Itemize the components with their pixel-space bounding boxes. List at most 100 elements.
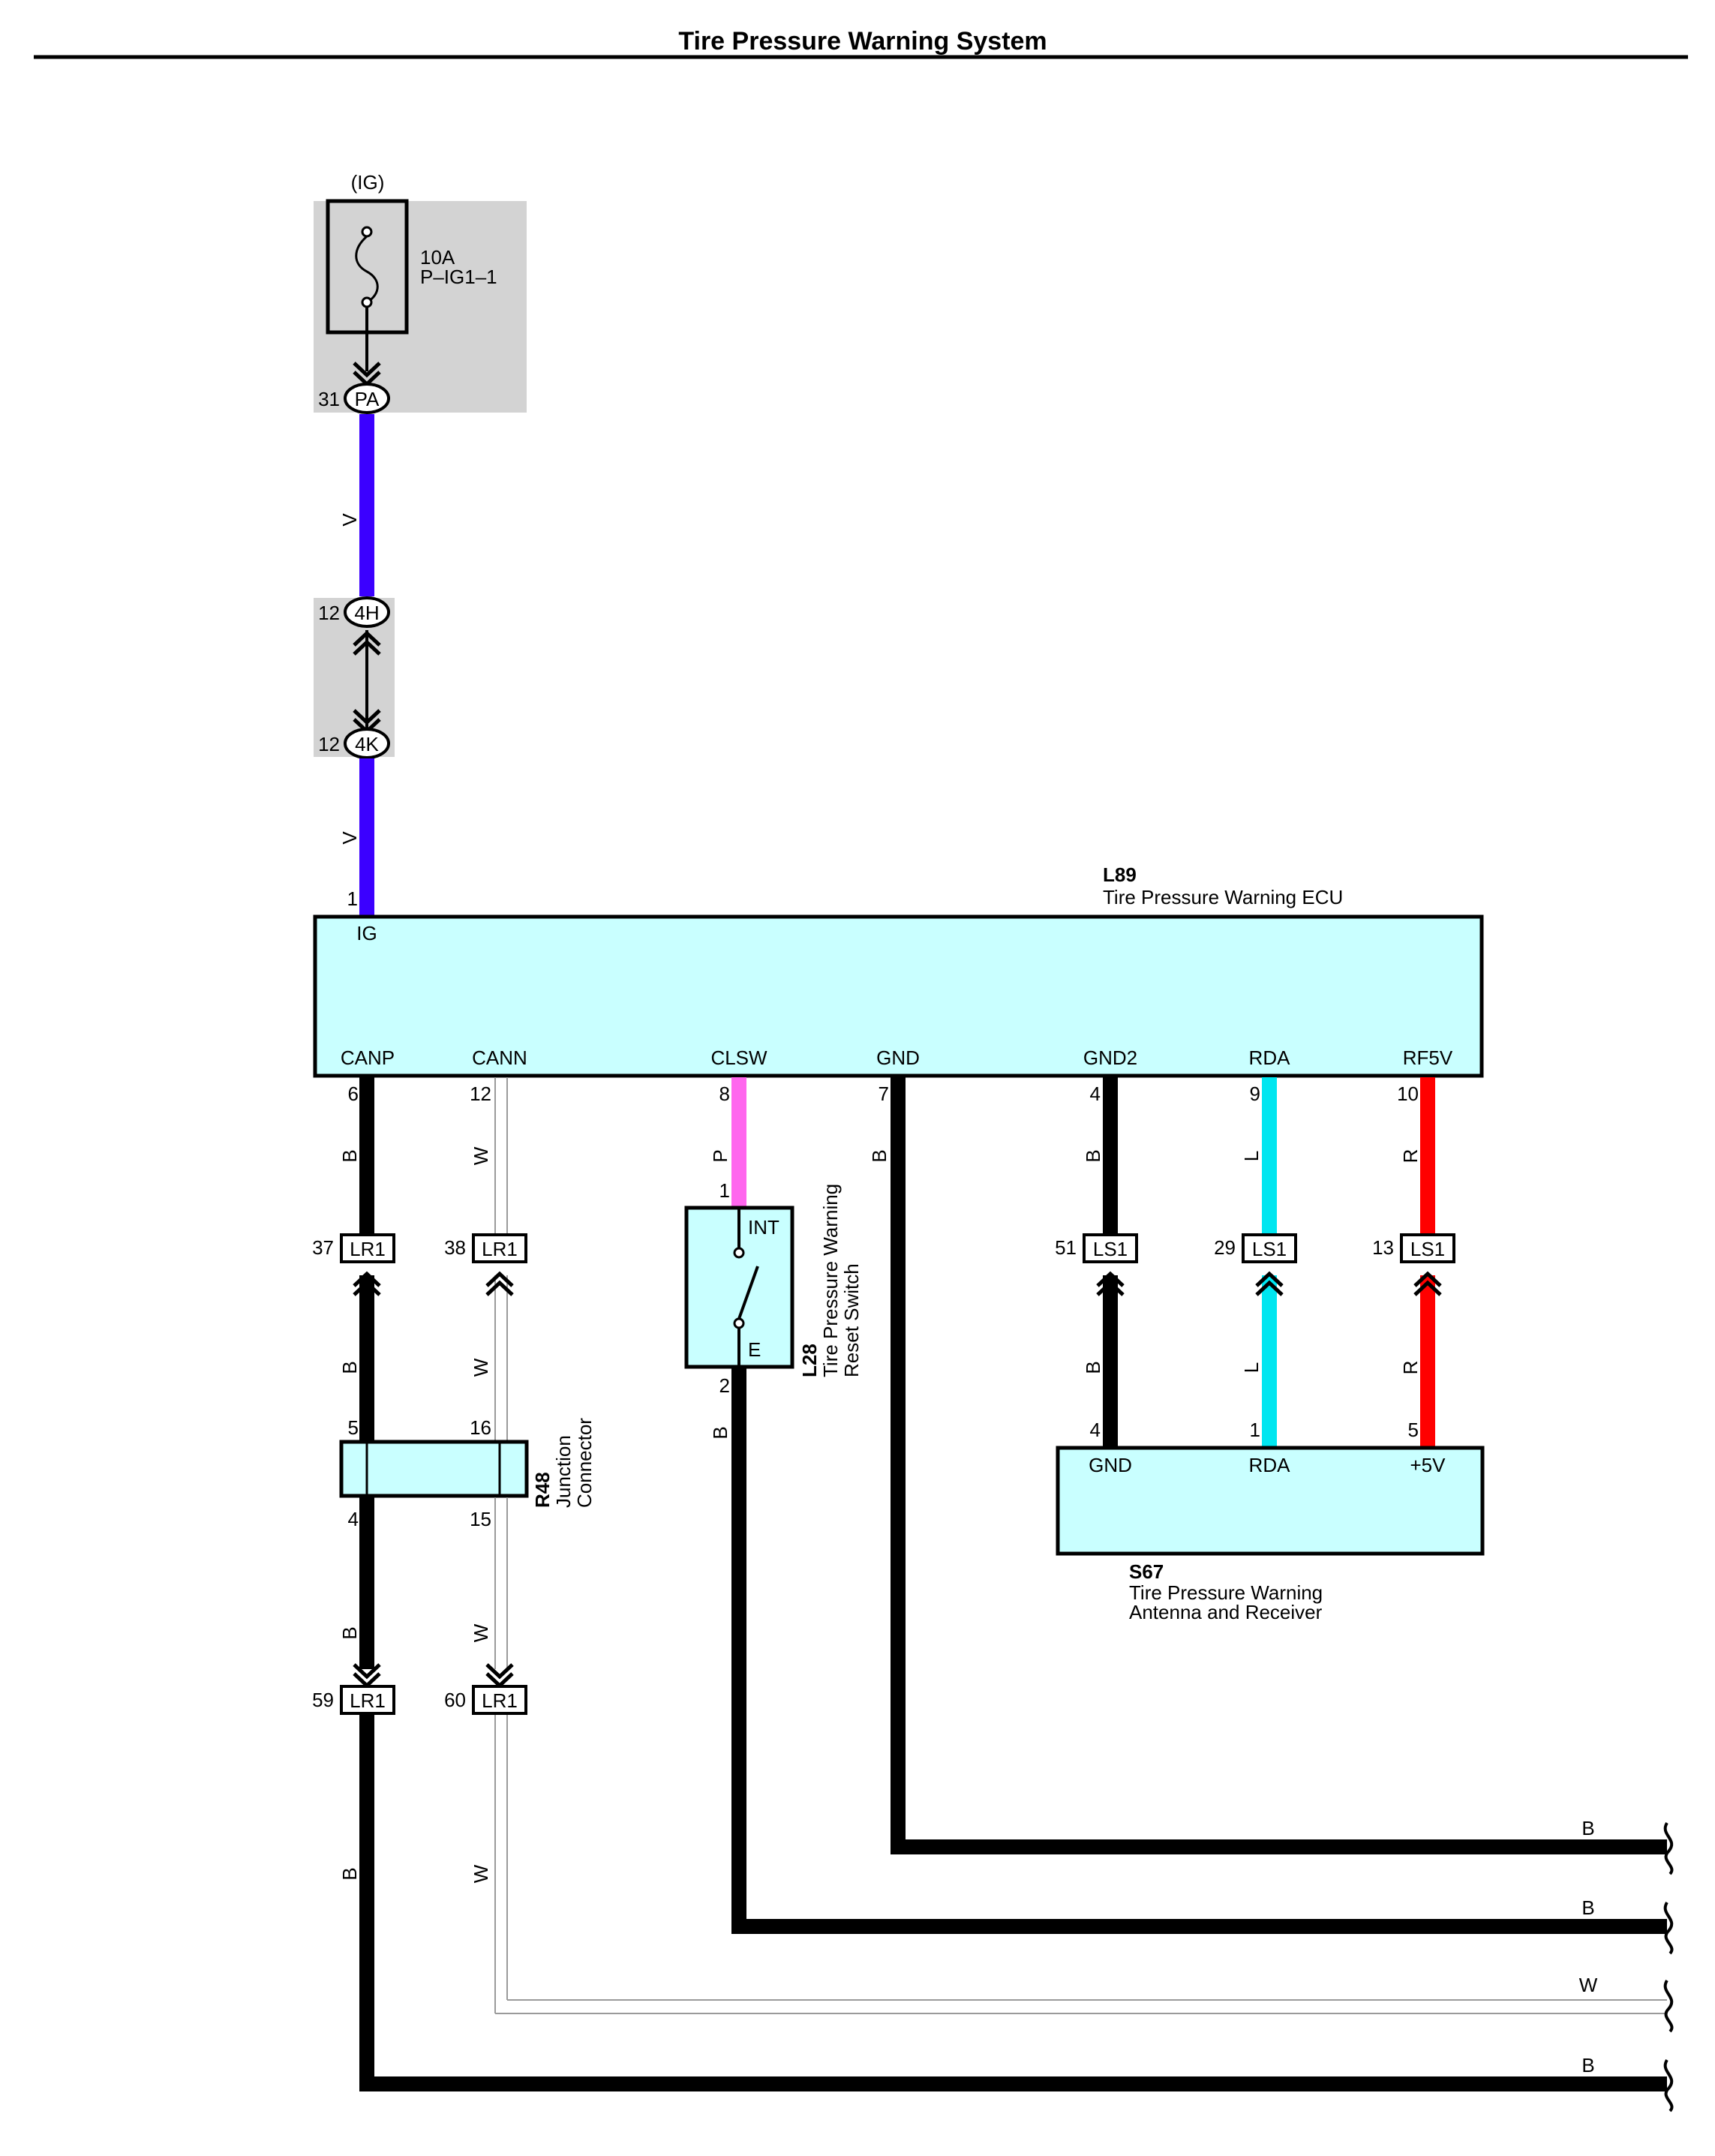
switch-pin-out: 2 (719, 1374, 730, 1397)
connector-lr1-59-code: LR1 (350, 1689, 386, 1712)
wire-gnd (891, 1077, 1667, 1854)
ecu-pin-num-rda: 9 (1250, 1083, 1260, 1105)
receiver-pin-num-5v: 5 (1408, 1419, 1419, 1441)
wire-label-b-end-4: B (1581, 2054, 1594, 2076)
wire-switch-ground (731, 1368, 1667, 1934)
connector-ls1-29-code: LS1 (1252, 1238, 1287, 1260)
ecu-pin-label-clsw: CLSW (710, 1046, 767, 1069)
receiver-pin-label-gnd: GND (1089, 1454, 1132, 1476)
connector-lr1-38 (472, 1233, 527, 1263)
connector-ls1-51-code: LS1 (1093, 1238, 1128, 1260)
wire-label-switch-b: B (709, 1426, 731, 1439)
connector-lr1-38-code: LR1 (482, 1238, 518, 1260)
receiver-pin-label-rda: RDA (1249, 1454, 1291, 1476)
fuse-element-icon (355, 235, 379, 304)
ecu-box (313, 914, 1484, 1078)
fuse-rating: 10A (420, 246, 455, 269)
switch-contact-icon (737, 1266, 759, 1320)
wire-label-canp-1: B (338, 1149, 361, 1162)
ecu-pin-num-gnd2: 4 (1090, 1083, 1101, 1105)
junction-connector-box (339, 1440, 529, 1498)
ecu-pin-num-rf5v: 10 (1397, 1083, 1419, 1105)
ecu-name: Tire Pressure Warning ECU (1103, 886, 1343, 908)
lr1-59-pin: 59 (312, 1689, 334, 1711)
wire-label-rda-1: L (1240, 1151, 1263, 1161)
k4-pin: 12 (318, 733, 340, 755)
wire-label-cann-2: W (470, 1358, 492, 1377)
wire-label-rf5v-2: R (1399, 1361, 1422, 1375)
wire-label-gnd-b: B (868, 1149, 891, 1162)
wire-label-v-lower: V (338, 831, 361, 845)
connector-ls1-51 (1083, 1233, 1138, 1263)
connector-pa-code: PA (355, 388, 380, 410)
ecu-ig-pin: 1 (347, 887, 358, 910)
connector-4k (344, 728, 390, 759)
connector-pa (344, 383, 390, 414)
receiver-code: S67 (1129, 1560, 1164, 1583)
ecu-pin-label-rda: RDA (1249, 1046, 1291, 1069)
switch-line1: Tire Pressure Warning (819, 1184, 842, 1377)
lr1-60-pin: 60 (444, 1689, 466, 1711)
connector-lr1-37-code: LR1 (350, 1238, 386, 1260)
connector-lr1-60 (472, 1685, 527, 1715)
receiver-line2: Antenna and Receiver (1129, 1601, 1323, 1623)
junction-line2: Connector (573, 1418, 596, 1508)
wire-label-canp-4: B (338, 1867, 361, 1880)
connector-lr1-37 (340, 1233, 395, 1263)
receiver-box (1056, 1446, 1485, 1556)
fuse-power-label: (IG) (351, 171, 385, 194)
wire-label-gnd2-2: B (1082, 1361, 1104, 1374)
wire-label-p: P (709, 1149, 731, 1162)
ecu-pin-label-rf5v: RF5V (1403, 1046, 1453, 1069)
wire-label-b-end-1: B (1581, 1817, 1594, 1839)
break-mark-4 (1663, 2058, 1674, 2112)
break-mark-3 (1663, 1979, 1674, 2033)
wire-label-gnd2-1: B (1082, 1149, 1104, 1162)
fuse-block-shade (314, 201, 527, 413)
wire-canp-run (359, 1715, 1667, 2091)
wire-label-b-end-2: B (1581, 1896, 1594, 1919)
wire-label-rf5v-1: R (1399, 1149, 1422, 1164)
fuse-name: P–IG1–1 (420, 266, 497, 288)
wire-label-canp-3: B (338, 1626, 361, 1639)
ecu-ig-label: IG (356, 922, 377, 944)
receiver-pin-num-rda: 1 (1250, 1419, 1260, 1441)
ecu-pin-num-canp: 6 (348, 1083, 359, 1105)
switch-line2: Reset Switch (840, 1263, 863, 1377)
connector-4h-code: 4H (354, 602, 379, 624)
junction-code: R48 (531, 1472, 554, 1508)
connector-lr1-60-code: LR1 (482, 1689, 518, 1712)
junction-line1: Junction (552, 1435, 575, 1508)
junction-pin-in-w: 16 (470, 1416, 491, 1439)
receiver-pin-num-gnd: 4 (1090, 1419, 1101, 1441)
break-mark-2 (1663, 1901, 1674, 1955)
switch-pin-in: 1 (719, 1179, 730, 1202)
h4-pin: 12 (318, 602, 340, 624)
junction-pin-in-b: 5 (348, 1416, 359, 1439)
connector-ls1-29 (1242, 1233, 1297, 1263)
wire-label-v-upper: V (338, 513, 361, 527)
connector-ls1-13 (1400, 1233, 1455, 1263)
receiver-line1: Tire Pressure Warning (1129, 1581, 1323, 1604)
break-mark-1 (1663, 1821, 1674, 1875)
connector-ls1-13-code: LS1 (1410, 1238, 1445, 1260)
junction-pin-out-w: 15 (470, 1508, 491, 1530)
wire-label-canp-2: B (338, 1361, 361, 1374)
wire-label-cann-4: W (470, 1864, 492, 1883)
lr1-38-pin: 38 (444, 1236, 466, 1259)
ecu-pin-label-canp: CANP (341, 1046, 395, 1069)
ecu-pin-label-gnd2: GND2 (1083, 1046, 1137, 1069)
receiver-pin-label-5v: +5V (1410, 1454, 1446, 1476)
ecu-pin-num-gnd: 7 (879, 1083, 889, 1105)
page-title: Tire Pressure Warning System (678, 27, 1047, 56)
switch-e-label: E (748, 1338, 761, 1361)
ls1-51-pin: 51 (1055, 1236, 1077, 1259)
connector-lr1-59 (340, 1685, 395, 1715)
ecu-pin-num-clsw: 8 (719, 1083, 730, 1105)
switch-int-label: INT (748, 1216, 779, 1239)
wire-label-cann-3: W (470, 1623, 492, 1642)
lr1-37-pin: 37 (312, 1236, 334, 1259)
wire-label-cann-1: W (470, 1146, 492, 1165)
ls1-13-pin: 13 (1372, 1236, 1394, 1259)
